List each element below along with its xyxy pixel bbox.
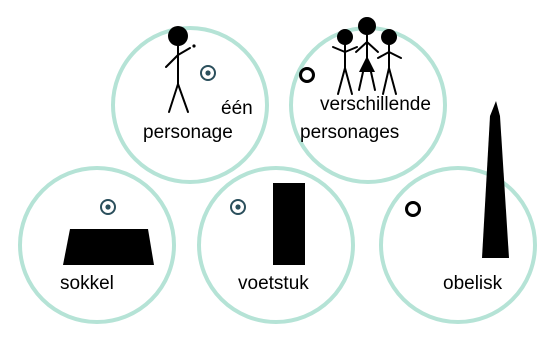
label-verschillende: verschillende [320,94,431,115]
obelisk-icon [482,101,509,258]
label-sokkel: sokkel [60,273,114,294]
label-voetstuk: voetstuk [238,273,309,294]
pedestal-trapezoid-icon [63,229,154,265]
group-stick-figures-icon [332,17,402,95]
radio-selected-sokkel[interactable] [100,199,116,215]
radio-unselected-verschillende-personages[interactable] [299,67,315,83]
option-obelisk-circle[interactable] [379,166,537,324]
single-stick-figure-icon [165,26,196,113]
radio-selected-een-personage[interactable] [200,65,216,81]
option-een-personage-circle[interactable] [111,26,269,184]
radio-unselected-obelisk[interactable] [405,201,421,217]
label-personage: personage [143,122,233,143]
label-een: één [221,98,253,119]
label-obelisk: obelisk [443,273,503,294]
radio-selected-voetstuk[interactable] [230,199,246,215]
label-personages: personages [300,122,400,143]
plinth-rectangle-icon [273,183,305,265]
